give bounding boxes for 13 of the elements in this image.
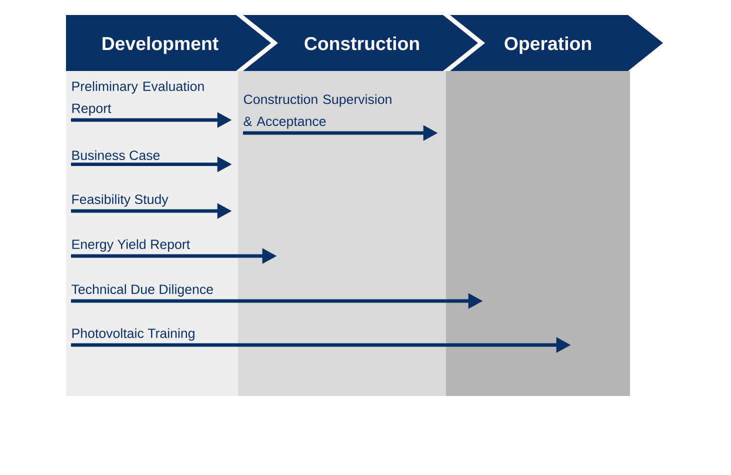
phase-header: Operation [450,15,663,71]
task-label: Technical Due Diligence [72,284,213,297]
phase-header: Development [66,15,271,71]
node-label: Operation [504,36,591,54]
task-label: Photovoltaic Training [72,328,194,341]
task-label: Business Case [72,150,160,160]
task-label: Energy Yield Report [72,239,190,252]
node-label: Development [102,36,218,54]
node-label: Construction [304,36,419,50]
task-label: Preliminary Evaluation Report [72,81,204,116]
task-label: Construction Supervision & Acceptance [244,94,392,129]
phase-header: Construction [243,15,478,71]
task-label: Feasibility Study [72,194,168,207]
